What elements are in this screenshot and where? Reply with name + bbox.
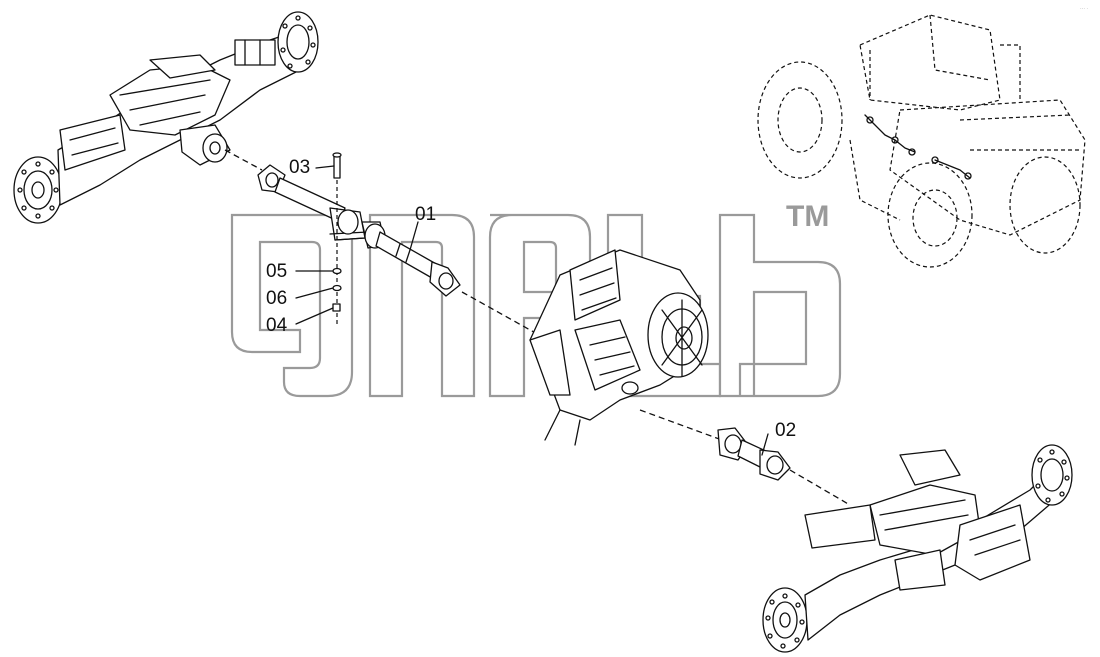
machine-overview — [757, 14, 1086, 268]
part-label-06: 06 — [266, 288, 287, 309]
transmission — [529, 249, 709, 446]
corner-code: ··· · — [1080, 6, 1088, 12]
rear-driveshaft — [639, 409, 851, 506]
part-label-05: 05 — [266, 261, 287, 282]
part-label-03: 03 — [289, 157, 310, 178]
part-label-01: 01 — [415, 204, 436, 225]
watermark-logo: TM — [230, 200, 842, 398]
front-axle — [13, 11, 319, 224]
part-label-04: 04 — [266, 315, 288, 336]
trademark-text: TM — [786, 200, 829, 233]
leader-lines — [295, 165, 769, 456]
front-driveshaft — [224, 149, 576, 356]
part-label-02: 02 — [775, 420, 796, 441]
rear-axle — [762, 444, 1073, 653]
